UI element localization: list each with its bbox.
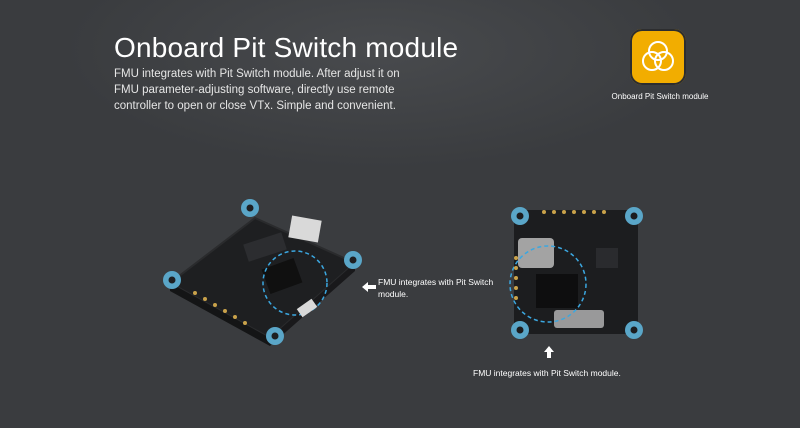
three-circles-icon (642, 41, 674, 71)
badge-label: Onboard Pit Switch module (611, 92, 709, 101)
background-board-image (60, 0, 700, 170)
highlight-circle (509, 245, 587, 323)
arrow-left-icon (362, 282, 376, 292)
callout-bottom: FMU integrates with Pit Switch module. (473, 368, 621, 378)
arrow-up-icon (544, 346, 554, 358)
callout-left: FMU integrates with Pit Switch module. (378, 277, 494, 299)
fmu-board-isometric (163, 199, 362, 346)
highlight-circle (262, 250, 328, 316)
page-title: Onboard Pit Switch module (114, 32, 459, 63)
pit-switch-badge (630, 29, 686, 85)
fmu-board-top (509, 207, 643, 339)
feature-description: FMU integrates with Pit Switch module. A… (114, 68, 400, 112)
